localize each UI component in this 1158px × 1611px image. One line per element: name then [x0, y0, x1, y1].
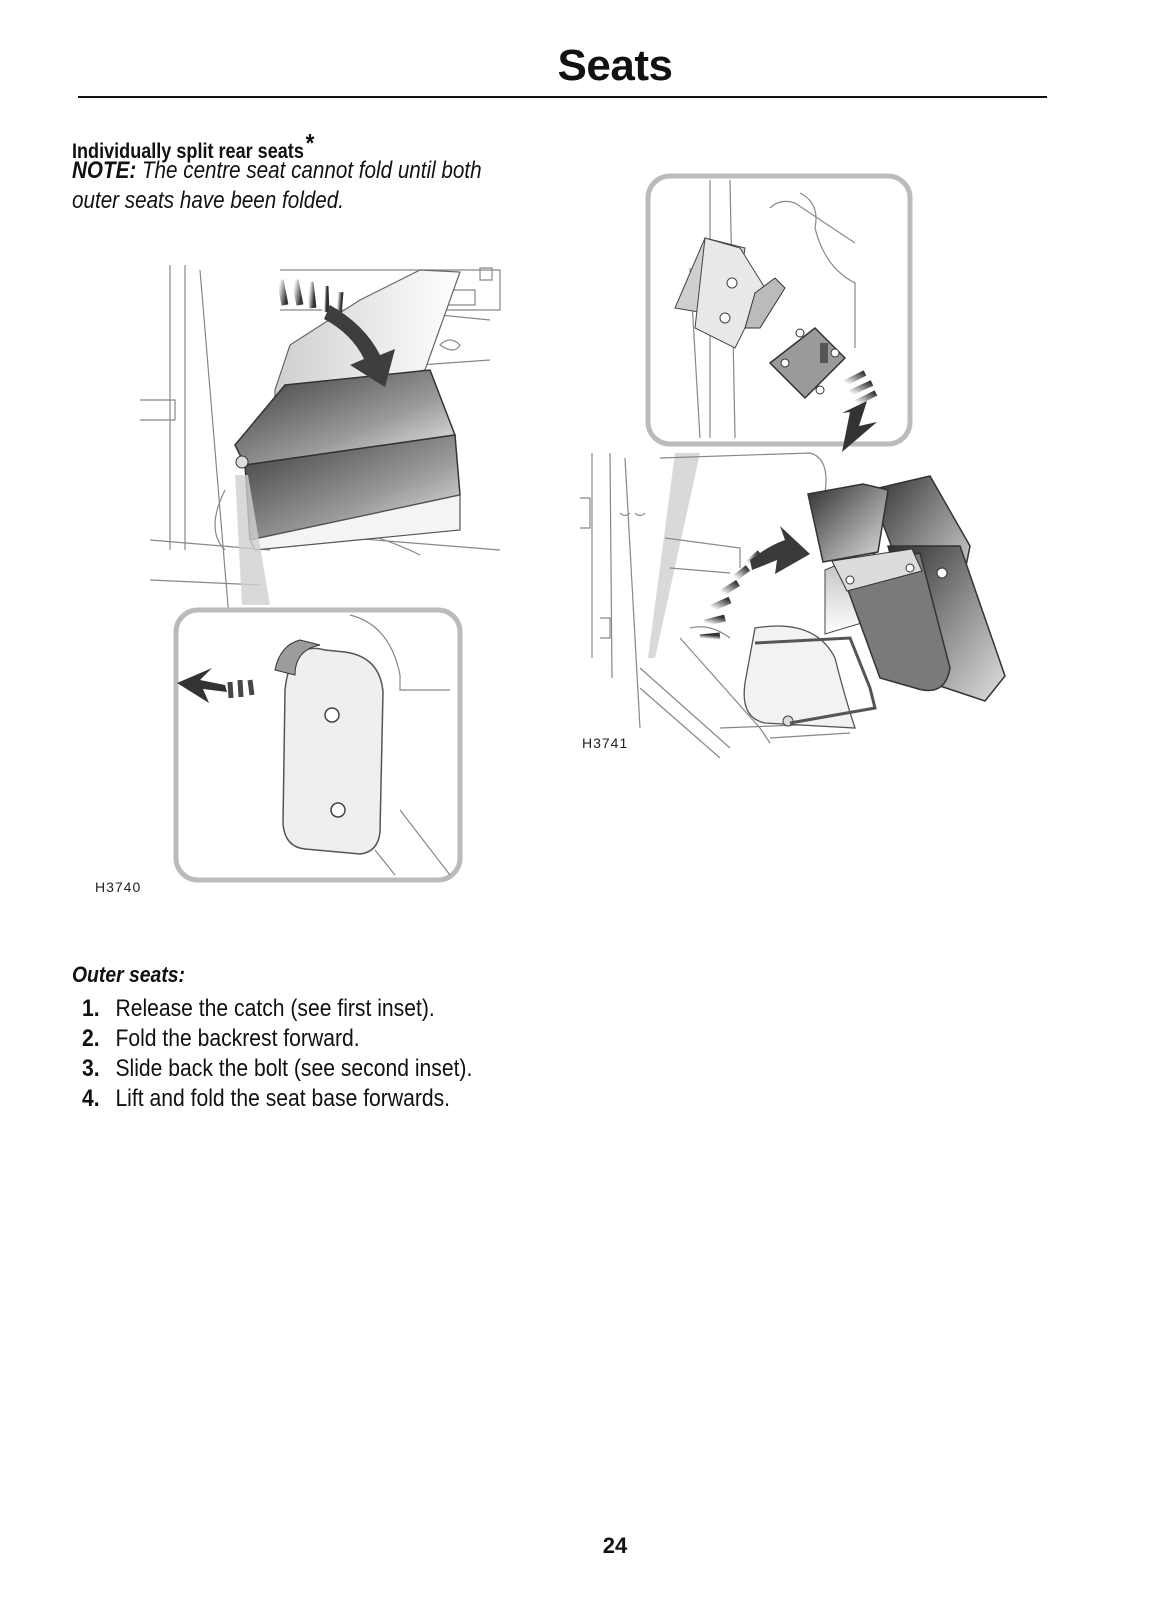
page-number: 24 [602, 1533, 628, 1558]
title-divider [78, 96, 1047, 98]
note-text: The centre seat cannot fold until both o… [72, 157, 482, 214]
steps-list: 1. Release the catch (see first inset). 2… [82, 994, 472, 1114]
list-item: 3. Slide back the bolt (see second inset)… [82, 1054, 472, 1084]
page-title: Seats [557, 41, 673, 90]
step-number: 1. [82, 995, 100, 1022]
list-item: 2. Fold the backrest forward. [82, 1024, 472, 1054]
note-paragraph: NOTE: The centre seat cannot fold until … [72, 156, 519, 216]
step-number: 2. [82, 1025, 100, 1052]
outer-seats-heading: Outer seats: [72, 962, 185, 987]
section-heading-text: Individually split rear seats [72, 140, 304, 163]
step-text: Slide back the bolt (see second inset). [115, 1055, 473, 1082]
section-heading: Individually split rear seats* [72, 128, 314, 164]
step-text: Lift and fold the seat base forwards. [115, 1085, 451, 1112]
step-text: Release the catch (see first inset). [115, 995, 435, 1022]
seat-base-fold-illustration-icon [580, 173, 1006, 758]
step-number: 4. [82, 1085, 100, 1112]
seat-backrest-fold-illustration-icon [140, 265, 501, 883]
note-label: NOTE: [72, 157, 137, 184]
list-item: 1. Release the catch (see first inset). [82, 994, 472, 1024]
figure-code-h3740: H3740 [95, 879, 142, 895]
figure-backrest-fold [130, 250, 510, 890]
figure-code-h3741: H3741 [582, 735, 629, 751]
figure-base-fold [580, 168, 1020, 758]
step-number: 3. [82, 1055, 100, 1082]
step-text: Fold the backrest forward. [115, 1025, 360, 1052]
list-item: 4. Lift and fold the seat base forwards. [82, 1084, 472, 1114]
asterisk-marker: * [305, 128, 315, 158]
